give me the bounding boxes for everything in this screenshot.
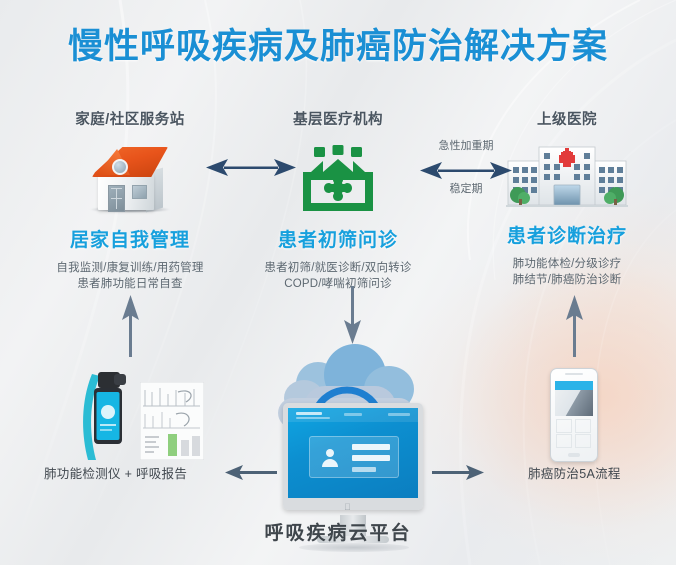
- column-clinic-title: 患者初筛问诊: [277, 230, 398, 251]
- column-home-head: 家庭/社区服务站: [75, 112, 185, 128]
- house-icon-wrap: [20, 137, 240, 215]
- arrow-device-to-home: [122, 295, 139, 357]
- column-hospital-sub-2: 肺结节/肺癌防治诊断: [512, 274, 622, 286]
- clinic-icon-wrap: [238, 135, 438, 213]
- app-hero-photo: [555, 390, 593, 416]
- arrow-label-stable: 稳定期: [449, 183, 483, 195]
- phone-body: [550, 368, 598, 462]
- device-right-label: 肺癌防治5A流程: [528, 467, 621, 481]
- column-hospital-sub-1: 肺功能体检/分级诊疗: [512, 258, 622, 270]
- arrow-clinic-to-cloud: [344, 286, 361, 344]
- app-header-bar: [555, 381, 593, 390]
- app-icon-grid: [556, 419, 592, 449]
- phone-home-button: [568, 453, 580, 457]
- spirometer-device: [78, 368, 134, 464]
- column-home-title: 居家自我管理: [69, 230, 190, 251]
- arrow-clinic-hospital: [420, 162, 512, 179]
- cloud-platform-monitor: : [283, 403, 423, 553]
- column-clinic-head: 基层医疗机构: [293, 112, 383, 128]
- monitor-base: [317, 536, 389, 543]
- column-hospital: 上级医院: [462, 108, 672, 288]
- screen-login-card: [309, 436, 399, 478]
- page-title: 慢性呼吸疾病及肺癌防治解决方案: [67, 27, 608, 67]
- platform-label: 呼吸疾病云平台: [264, 523, 412, 544]
- column-clinic-sub-1: 患者初筛/就医诊断/双向转诊: [264, 262, 412, 274]
- hospital-icon: [506, 146, 628, 207]
- column-clinic-sub-2: COPD/哮喘初筛问诊: [284, 278, 392, 290]
- phone-speaker: [565, 373, 583, 375]
- apple-logo-icon: : [344, 503, 352, 512]
- monitor-neck: [340, 515, 366, 537]
- arrow-phone-to-hospital: [566, 295, 583, 357]
- arrow-cloud-to-device: [225, 465, 277, 480]
- arrow-cloud-to-phone: [432, 465, 484, 480]
- column-clinic: 基层医疗机构 患者初筛问诊 患者初筛/就医诊断/双向转诊 COPD/哮喘初筛问诊: [238, 108, 438, 292]
- column-hospital-head: 上级医院: [537, 112, 597, 128]
- device-left-label: 肺功能检测仪 + 呼吸报告: [44, 467, 188, 481]
- lung-cancer-app-phone: [550, 368, 598, 462]
- screen-topbar: [288, 408, 418, 422]
- house-icon: [86, 143, 174, 215]
- column-home: 家庭/社区服务站 居家自我管理 自我监测/康复训练/用药管理 患者肺功能日常自查: [20, 108, 240, 292]
- breathing-report-sheet: [139, 381, 205, 461]
- monitor-shadow: [299, 543, 409, 552]
- arrow-home-clinic: [206, 159, 296, 176]
- clinic-icon: [303, 145, 373, 211]
- column-home-sub-2: 患者肺功能日常自查: [77, 278, 183, 290]
- user-avatar-icon: [322, 449, 338, 467]
- column-hospital-title: 患者诊断治疗: [506, 226, 627, 247]
- monitor-screen: [283, 403, 423, 510]
- arrow-label-acute: 急性加重期: [438, 140, 494, 152]
- hospital-icon-wrap: [462, 133, 672, 211]
- column-home-sub-1: 自我监测/康复训练/用药管理: [56, 262, 204, 274]
